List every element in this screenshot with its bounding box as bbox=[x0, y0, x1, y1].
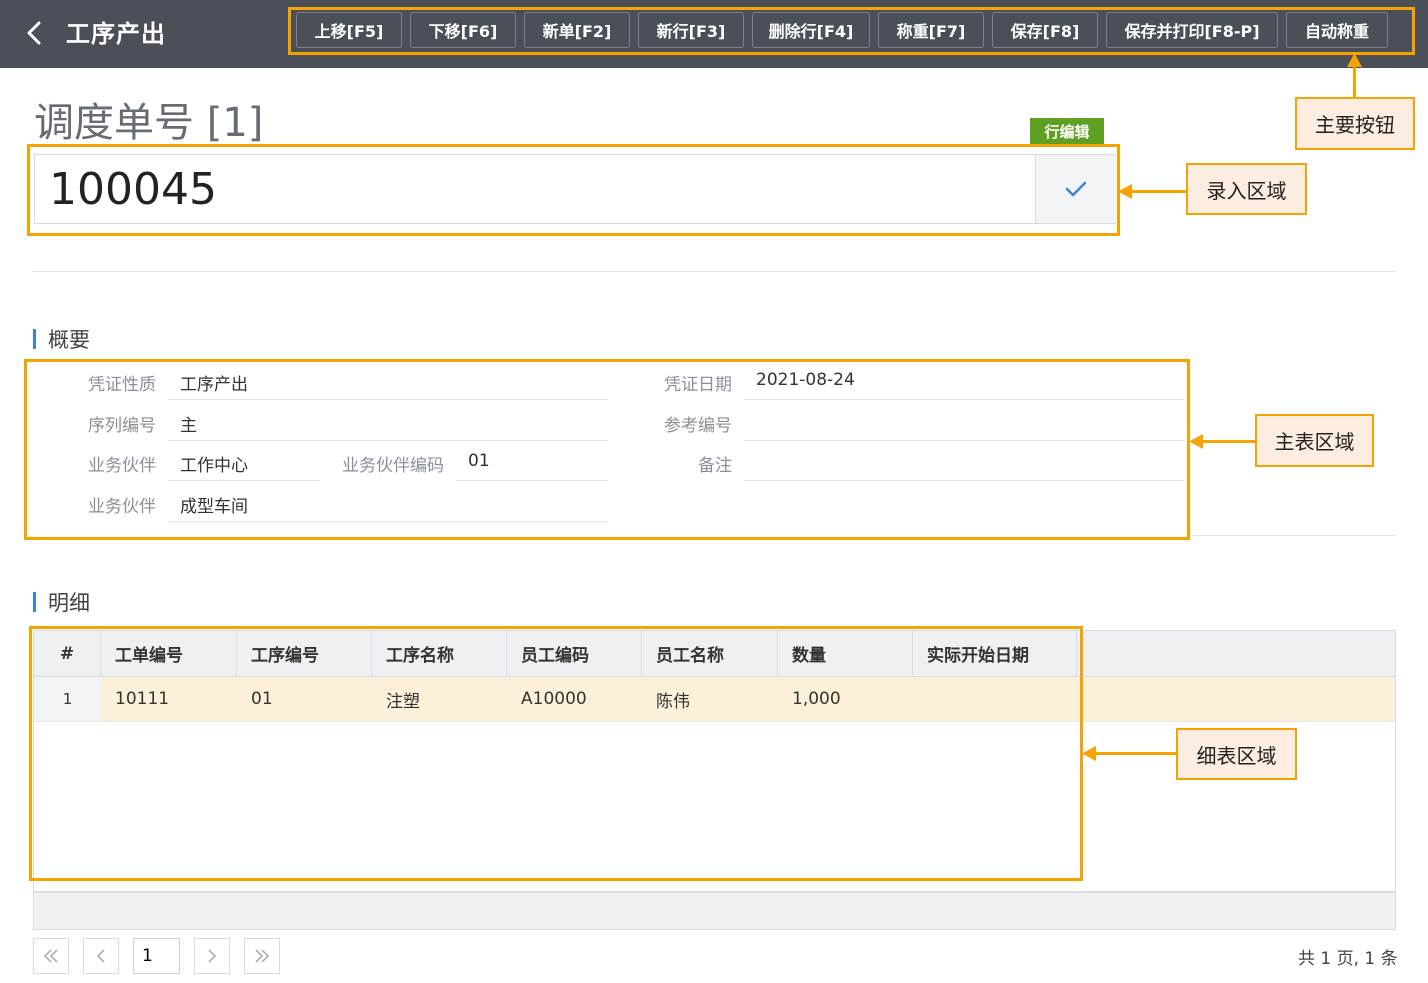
arrow-line bbox=[1130, 190, 1188, 193]
sequence-no-label: 序列编号 bbox=[88, 416, 156, 436]
summary-title-text: 概要 bbox=[48, 328, 90, 352]
table-footer bbox=[33, 892, 1396, 930]
sequence-no-value[interactable]: 主 bbox=[180, 416, 197, 436]
detail-area-callout: 细表区域 bbox=[1176, 728, 1297, 780]
field-underline bbox=[168, 399, 608, 400]
master-area-callout: 主表区域 bbox=[1255, 414, 1374, 467]
field-underline bbox=[744, 440, 1184, 441]
field-underline bbox=[168, 440, 608, 441]
partner2-value[interactable]: 成型车间 bbox=[180, 497, 248, 517]
voucher-date-value[interactable]: 2021-08-24 bbox=[756, 370, 855, 390]
voucher-type-label: 凭证性质 bbox=[88, 375, 156, 395]
field-underline bbox=[456, 480, 608, 481]
page-number-input[interactable] bbox=[133, 938, 180, 974]
toolbar: 上移[F5] 下移[F6] 新单[F2] 新行[F3] 删除行[F4] 称重[F… bbox=[296, 12, 1388, 50]
partner-code-value[interactable]: 01 bbox=[468, 451, 490, 471]
page-title: 调度单号 [1] bbox=[34, 100, 264, 146]
delete-row-button[interactable]: 删除行[F4] bbox=[752, 12, 870, 48]
arrow-line bbox=[1353, 64, 1356, 98]
arrow-up-icon bbox=[1347, 53, 1362, 67]
double-chevron-right-icon bbox=[255, 949, 270, 963]
column-header-process-name[interactable]: 工序名称 bbox=[372, 631, 507, 676]
prev-page-button[interactable] bbox=[83, 938, 119, 974]
row-edit-badge[interactable]: 行编辑 bbox=[1030, 118, 1104, 144]
cell-process-no[interactable]: 01 bbox=[251, 689, 273, 709]
divider bbox=[1188, 535, 1396, 536]
arrow-left-icon bbox=[1118, 184, 1132, 199]
top-bar: 工序产出 上移[F5] 下移[F6] 新单[F2] 新行[F3] 删除行[F4]… bbox=[0, 0, 1428, 68]
summary-section-title: 概要 bbox=[33, 324, 90, 354]
auto-weigh-button[interactable]: 自动称重 bbox=[1286, 12, 1388, 48]
save-button[interactable]: 保存[F8] bbox=[992, 12, 1098, 48]
field-underline bbox=[744, 480, 1184, 481]
new-row-button[interactable]: 新行[F3] bbox=[638, 12, 744, 48]
first-page-button[interactable] bbox=[33, 938, 69, 974]
voucher-type-value[interactable]: 工序产出 bbox=[180, 375, 248, 395]
arrow-left-icon bbox=[1082, 746, 1096, 761]
cell-quantity[interactable]: 1,000 bbox=[792, 689, 841, 709]
next-page-button[interactable] bbox=[194, 938, 230, 974]
detail-table: # 工单编号 工序编号 工序名称 员工编码 员工名称 数量 实际开始日期 1 1… bbox=[33, 630, 1396, 892]
move-down-button[interactable]: 下移[F6] bbox=[410, 12, 516, 48]
main-buttons-highlight bbox=[288, 7, 1415, 55]
section-bar bbox=[33, 329, 36, 349]
detail-area-highlight bbox=[29, 626, 1083, 881]
arrow-line bbox=[1094, 752, 1178, 755]
check-icon bbox=[1065, 181, 1087, 197]
cell-employee-name[interactable]: 陈伟 bbox=[656, 691, 690, 712]
cell-process-name[interactable]: 注塑 bbox=[386, 691, 420, 712]
table-header: # 工单编号 工序编号 工序名称 员工编码 员工名称 数量 实际开始日期 bbox=[34, 631, 1395, 677]
column-header-start-date[interactable]: 实际开始日期 bbox=[913, 631, 1077, 676]
entry-box bbox=[34, 154, 1116, 224]
partner-value[interactable]: 工作中心 bbox=[180, 456, 248, 476]
main-buttons-callout: 主要按钮 bbox=[1295, 97, 1415, 150]
partner2-label: 业务伙伴 bbox=[88, 497, 156, 517]
reference-no-label: 参考编号 bbox=[664, 416, 732, 436]
weigh-button[interactable]: 称重[F7] bbox=[878, 12, 984, 48]
chevron-right-icon bbox=[208, 949, 217, 963]
field-underline bbox=[744, 399, 1184, 400]
entry-area-highlight bbox=[27, 144, 1120, 236]
pager-info: 共 1 页, 1 条 bbox=[1298, 949, 1398, 969]
entry-area-callout: 录入区域 bbox=[1186, 163, 1307, 215]
double-chevron-left-icon bbox=[43, 949, 58, 963]
voucher-date-label: 凭证日期 bbox=[664, 375, 732, 395]
last-page-button[interactable] bbox=[244, 938, 280, 974]
move-up-button[interactable]: 上移[F5] bbox=[296, 12, 402, 48]
remarks-label: 备注 bbox=[698, 456, 732, 476]
confirm-button[interactable] bbox=[1035, 155, 1116, 223]
detail-section-title: 明细 bbox=[33, 587, 90, 617]
detail-title-text: 明细 bbox=[48, 591, 90, 615]
section-bar bbox=[33, 592, 36, 612]
column-header-index[interactable]: # bbox=[34, 631, 101, 676]
column-header-process-no[interactable]: 工序编号 bbox=[237, 631, 372, 676]
divider bbox=[32, 271, 1396, 272]
arrow-left-icon bbox=[1189, 434, 1203, 449]
field-underline bbox=[168, 521, 608, 522]
app-title: 工序产出 bbox=[66, 20, 166, 48]
row-index: 1 bbox=[34, 677, 101, 721]
chevron-left-icon[interactable] bbox=[20, 18, 50, 48]
save-and-print-button[interactable]: 保存并打印[F8-P] bbox=[1106, 12, 1278, 48]
partner-code-label: 业务伙伴编码 bbox=[342, 456, 444, 476]
new-document-button[interactable]: 新单[F2] bbox=[524, 12, 630, 48]
table-row[interactable]: 1 10111 01 注塑 A10000 陈伟 1,000 bbox=[34, 677, 1395, 722]
master-area-highlight bbox=[24, 359, 1190, 540]
chevron-left-icon bbox=[96, 949, 105, 963]
arrow-line bbox=[1200, 440, 1257, 443]
dispatch-number-input[interactable] bbox=[35, 155, 1035, 223]
field-underline bbox=[168, 480, 320, 481]
partner-label: 业务伙伴 bbox=[88, 456, 156, 476]
column-header-employee-code[interactable]: 员工编码 bbox=[507, 631, 642, 676]
column-header-work-order[interactable]: 工单编号 bbox=[101, 631, 237, 676]
cell-employee-code[interactable]: A10000 bbox=[521, 689, 587, 709]
column-header-quantity[interactable]: 数量 bbox=[778, 631, 913, 676]
cell-work-order[interactable]: 10111 bbox=[115, 689, 170, 709]
column-header-employee-name[interactable]: 员工名称 bbox=[642, 631, 778, 676]
